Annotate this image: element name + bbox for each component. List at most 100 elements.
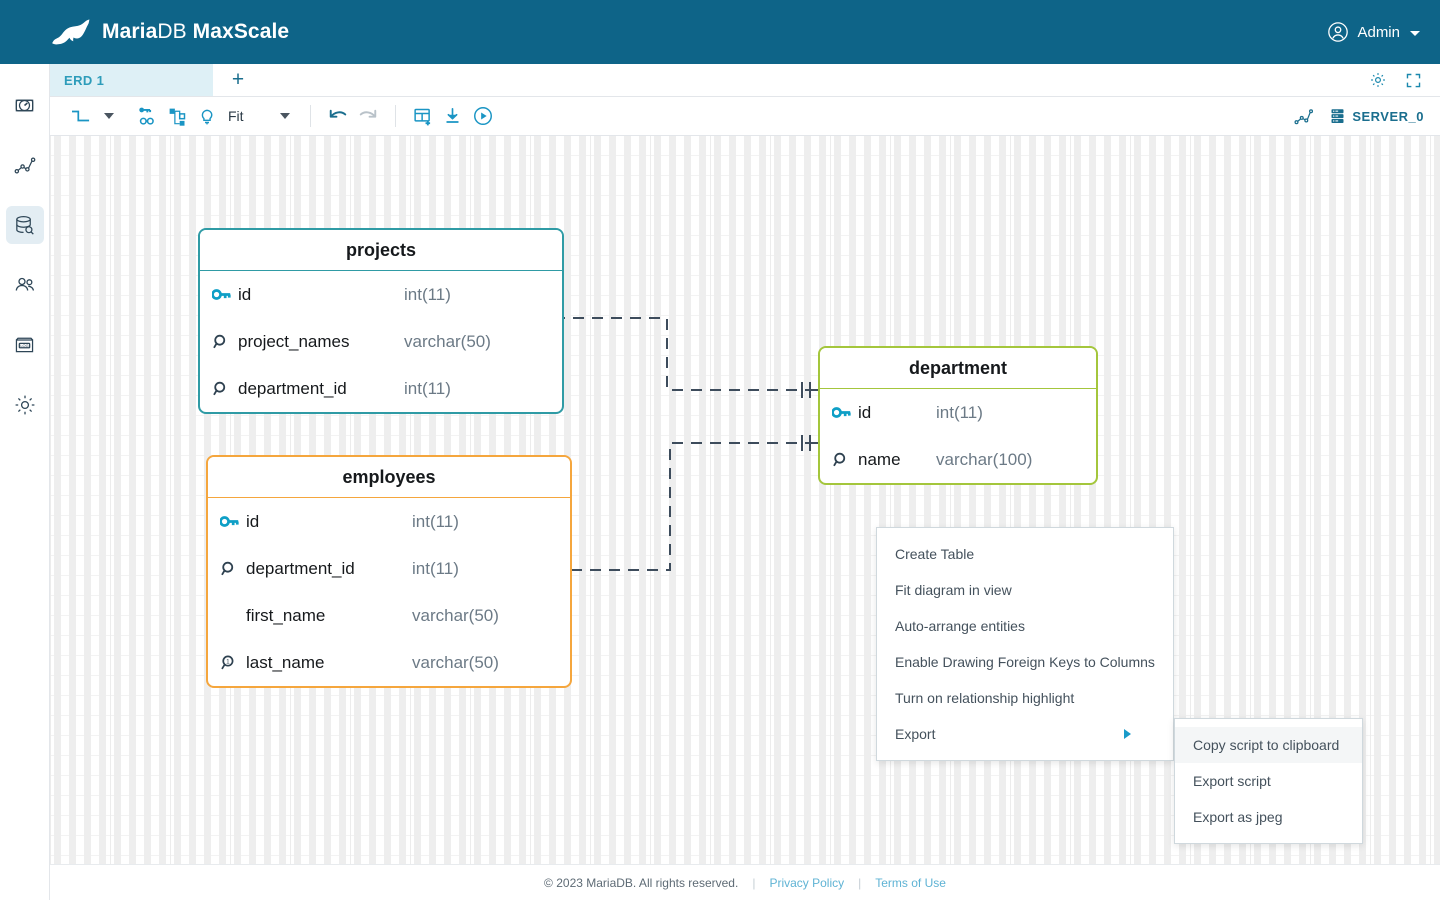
- key-link-icon: [139, 107, 154, 125]
- tab-erd-1[interactable]: ERD 1: [50, 64, 213, 96]
- context-menu-item-relationship-highlight[interactable]: Turn on relationship highlight: [877, 680, 1173, 716]
- brand-text: MariaDB MaxScale: [102, 20, 289, 44]
- menu-label: Export script: [1193, 773, 1271, 789]
- privacy-policy-link[interactable]: Privacy Policy: [769, 875, 845, 890]
- canvas-context-menu[interactable]: Create Table Fit diagram in view Auto-ar…: [876, 527, 1174, 761]
- user-label: Admin: [1357, 23, 1400, 41]
- chart-line-icon: [14, 156, 36, 174]
- column-name: department_id: [246, 558, 355, 578]
- run-circle-icon: [473, 107, 492, 125]
- auto-arrange-button[interactable]: [162, 102, 192, 130]
- submenu-item-export-script[interactable]: Export script: [1175, 763, 1362, 799]
- expand-icon[interactable]: [1405, 72, 1422, 89]
- er-table-employees[interactable]: employees id int(11) department_id int(1…: [206, 455, 572, 688]
- footer-divider: |: [752, 875, 756, 890]
- server-selector[interactable]: SERVER_0: [1330, 108, 1424, 124]
- er-table-projects[interactable]: projects id int(11) project_names varcha…: [198, 228, 564, 414]
- menu-label: Auto-arrange entities: [895, 618, 1025, 634]
- tab-strip-actions: [1369, 64, 1440, 96]
- brand: MariaDB MaxScale: [52, 17, 289, 47]
- database-search-icon: [16, 215, 34, 235]
- gear-icon: [15, 395, 34, 415]
- er-table-title: department: [820, 348, 1096, 389]
- download-icon: [446, 108, 459, 123]
- column-type: int(11): [412, 558, 459, 578]
- er-column-row[interactable]: department_id int(11): [200, 365, 562, 412]
- context-menu-item-create-table[interactable]: Create Table: [877, 536, 1173, 572]
- users-icon: [15, 277, 34, 291]
- user-menu[interactable]: Admin: [1327, 21, 1420, 43]
- foreign-key-button[interactable]: [132, 102, 162, 130]
- lightbulb-icon: [201, 109, 213, 124]
- add-tab-button[interactable]: +: [213, 64, 263, 96]
- column-type: varchar(50): [404, 331, 491, 351]
- chevron-right-icon: [1124, 729, 1155, 739]
- submenu-item-export-jpeg[interactable]: Export as jpeg: [1175, 799, 1362, 835]
- undo-icon: [329, 109, 346, 118]
- link-shape-dropdown[interactable]: [96, 102, 122, 130]
- redo-icon: [359, 109, 376, 118]
- primary-key-icon: [832, 405, 858, 420]
- svg-text:1: 1: [226, 658, 230, 665]
- primary-key-icon: [212, 287, 238, 302]
- context-menu-item-enable-fk-drawing[interactable]: Enable Drawing Foreign Keys to Columns: [877, 644, 1173, 680]
- relationship-highlight-button[interactable]: [192, 102, 222, 130]
- logs-box-icon: LOG: [15, 337, 34, 352]
- sidebar-item-dashboard[interactable]: [6, 86, 44, 124]
- er-column-row[interactable]: id int(11): [208, 498, 570, 545]
- submenu-item-copy-script[interactable]: Copy script to clipboard: [1175, 727, 1362, 763]
- column-name: id: [238, 284, 252, 304]
- er-table-title: projects: [200, 230, 562, 271]
- sidebar-item-visualization[interactable]: [6, 146, 44, 184]
- mariadb-seal-logo-icon: [52, 19, 91, 45]
- apply-script-button[interactable]: [468, 102, 498, 130]
- menu-label: Fit diagram in view: [895, 582, 1012, 598]
- menu-label: Enable Drawing Foreign Keys to Columns: [895, 654, 1155, 670]
- column-type: varchar(50): [412, 605, 499, 625]
- erd-tab-strip: ERD 1 +: [50, 64, 1440, 97]
- chart-line-icon[interactable]: [1293, 106, 1314, 127]
- er-column-row[interactable]: name varchar(100): [820, 436, 1096, 483]
- brand-db: DB: [157, 20, 187, 43]
- undo-button[interactable]: [323, 102, 353, 130]
- index-icon: [832, 451, 858, 469]
- terms-of-use-link[interactable]: Terms of Use: [875, 875, 946, 890]
- column-name: first_name: [246, 605, 326, 625]
- add-table-icon: [413, 108, 430, 125]
- server-stack-icon: [1331, 109, 1344, 123]
- er-column-row[interactable]: id int(11): [820, 389, 1096, 436]
- brand-maria: Maria: [102, 20, 158, 43]
- create-table-button[interactable]: [408, 102, 438, 130]
- er-column-row[interactable]: department_id int(11): [208, 545, 570, 592]
- unique-index-icon: 1: [220, 654, 246, 672]
- menu-label: Export: [895, 726, 936, 742]
- menu-label: Copy script to clipboard: [1193, 737, 1340, 753]
- sidebar-item-logs[interactable]: LOG: [6, 326, 44, 364]
- column-type: int(11): [412, 511, 459, 531]
- zoom-level-dropdown[interactable]: [272, 102, 298, 130]
- sidebar-item-settings[interactable]: [6, 386, 44, 424]
- er-column-row[interactable]: project_names varchar(50): [200, 318, 562, 365]
- context-menu-item-auto-arrange[interactable]: Auto-arrange entities: [877, 608, 1173, 644]
- redo-button[interactable]: [353, 102, 383, 130]
- brand-product: MaxScale: [192, 20, 290, 43]
- er-table-department[interactable]: department id int(11) name varchar(100): [818, 346, 1098, 485]
- er-column-row[interactable]: id int(11): [200, 271, 562, 318]
- app-footer: © 2023 MariaDB. All rights reserved. | P…: [50, 864, 1440, 900]
- column-name: last_name: [246, 652, 325, 672]
- sidebar-item-users[interactable]: [6, 266, 44, 304]
- link-shape-button[interactable]: [66, 102, 96, 130]
- column-name: name: [858, 449, 901, 469]
- column-name: id: [858, 402, 872, 422]
- zoom-level-label[interactable]: Fit: [228, 108, 244, 124]
- context-menu-item-export[interactable]: Export: [877, 716, 1173, 752]
- sidebar-item-query-editor[interactable]: [5, 206, 44, 244]
- er-column-row[interactable]: 1 last_name varchar(50): [208, 639, 570, 686]
- export-script-button[interactable]: [438, 102, 468, 130]
- primary-key-icon: [220, 514, 246, 529]
- gear-icon[interactable]: [1369, 71, 1387, 89]
- server-label: SERVER_0: [1352, 108, 1424, 124]
- context-menu-item-fit-diagram[interactable]: Fit diagram in view: [877, 572, 1173, 608]
- er-column-row[interactable]: first_name varchar(50): [208, 592, 570, 639]
- export-submenu[interactable]: Copy script to clipboard Export script E…: [1174, 718, 1363, 844]
